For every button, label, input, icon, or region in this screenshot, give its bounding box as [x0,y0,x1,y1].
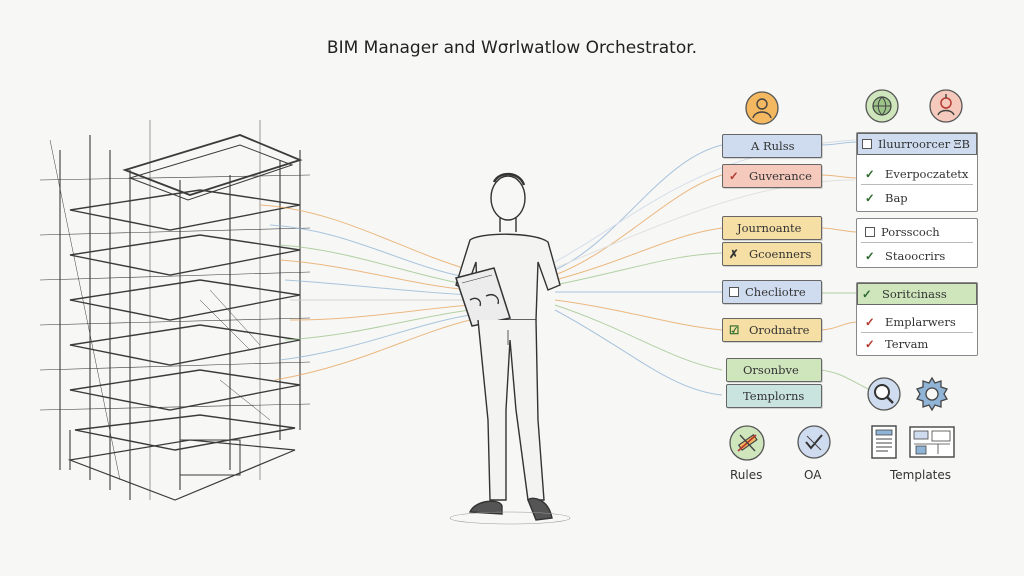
checklist-icon [797,425,831,459]
checkbox-icon [862,139,872,149]
box-coordinate-label: Orodnatre [749,323,810,337]
panel-solutions-row-label: Emplarwers [885,314,956,329]
checkmark-icon: ✓ [865,249,875,263]
box-templates[interactable]: Templorns [726,384,822,408]
panel-resources-header-label: Iluurroorcer [878,137,951,151]
box-governance[interactable]: ✓ Guverance [722,164,822,188]
caption-templates: Templates [890,468,952,482]
box-journal[interactable]: Journoante [722,216,822,240]
panel-process-row[interactable]: ✓ Staoocrirs [861,245,973,267]
box-coordinate[interactable]: ☑ Orodnatre [722,318,822,342]
checkmark-icon: ✓ [865,314,875,329]
checkmark-icon: ☑ [729,323,740,337]
panel-resources-row[interactable]: ✓ Bap [861,187,973,209]
checkbox-icon [865,226,875,237]
box-rules[interactable]: A Rulss [722,134,822,158]
checkmark-icon: ✓ [862,287,872,301]
box-generators[interactable]: ✗ Gcoenners [722,242,822,266]
blueprint-icon [909,426,955,458]
diagram-title: BIM Manager and Wσrlwatlow Orchestrator. [326,38,698,58]
box-rules-label: A Rulss [751,139,795,153]
box-templates-label: Templorns [743,389,805,403]
panel-resources: Iluurroorcer ΞΒ ✓ Everpoczatetx ✓ Bap [856,132,978,212]
panel-process: Porsscoch ✓ Staoocrirs [856,218,978,268]
flow-lines-left [259,204,471,381]
document-icon [871,425,897,459]
flow-lines-right [554,139,871,396]
checkbox-icon [729,287,739,297]
checkmark-icon: ✓ [865,191,875,205]
panel-process-row[interactable]: Porsscoch [861,221,973,243]
pencil-ruler-icon [729,425,765,461]
box-observe-label: Orsonbve [743,363,799,377]
panel-resources-row[interactable]: ✓ Everpoczatetx [861,163,973,185]
globe-icon [865,89,899,123]
caption-qa: OA [804,468,822,482]
panel-solutions-row[interactable]: ✓ Tervam [861,333,973,355]
checkmark-icon: ✗ [729,247,739,261]
building-sketch [39,120,311,501]
box-generators-label: Gcoenners [749,247,812,261]
person-icon [745,91,779,125]
box-checklist[interactable]: Checliotre [722,280,822,304]
caption-rules: Rules [730,468,763,482]
checkmark-icon: ✓ [729,169,739,183]
box-checklist-label: Checliotre [745,285,806,299]
box-journal-label: Journoante [737,221,802,235]
panel-resources-header[interactable]: Iluurroorcer ΞΒ [857,133,977,155]
box-observe[interactable]: Orsonbve [726,358,822,382]
panel-solutions: ✓ Soritcinass ✓ Emplarwers ✓ Tervam [856,282,978,356]
panel-process-row-label: Porsscoch [881,224,940,239]
magnifier-icon [867,377,901,411]
panel-process-row-label: Staoocrirs [885,249,946,263]
panel-solutions-header-label: Soritcinass [882,287,947,301]
panel-solutions-row[interactable]: ✓ Emplarwers [861,311,973,333]
panel-solutions-row-label: Tervam [885,337,929,351]
panel-solutions-header[interactable]: ✓ Soritcinass [857,283,977,305]
gear-icon [916,376,948,412]
checkmark-icon: ✓ [865,337,875,351]
panel-resources-row-label: Bap [885,191,908,205]
panel-resources-tag: ΞΒ [953,137,970,151]
bim-manager-figure [449,172,571,525]
checkmark-icon: ✓ [865,166,875,181]
panel-resources-row-label: Everpoczatetx [885,166,969,181]
user-pin-icon [929,89,963,123]
box-governance-label: Guverance [749,169,812,183]
